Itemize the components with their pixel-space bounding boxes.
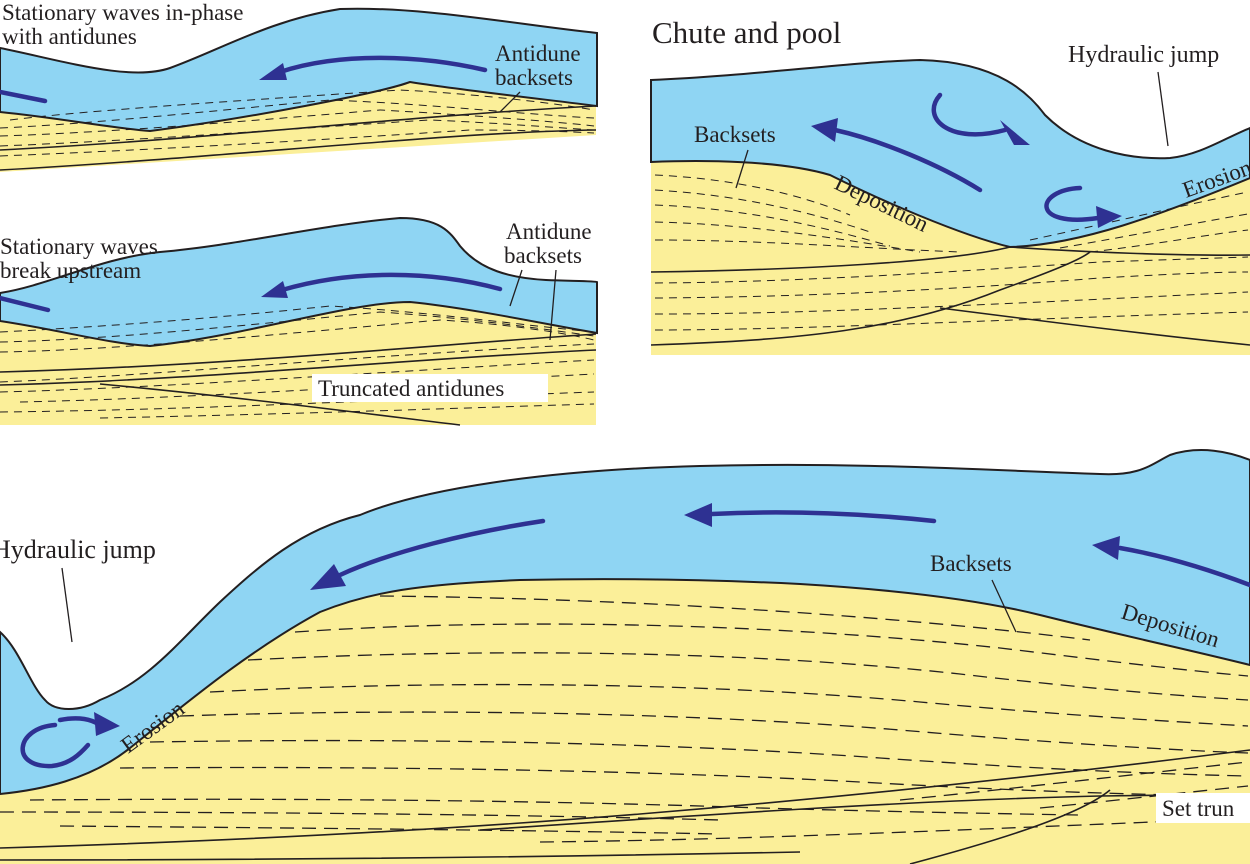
flow-arrow-icon bbox=[1092, 536, 1120, 560]
flow-arrow-icon bbox=[279, 272, 503, 293]
backsets-label: Backsets bbox=[930, 551, 1012, 576]
backsets-label: backsets bbox=[495, 65, 573, 90]
set-boundary bbox=[0, 851, 801, 861]
set-boundary bbox=[0, 129, 597, 171]
water-body bbox=[0, 449, 1250, 796]
flow-arrow-icon bbox=[310, 564, 346, 590]
leader-line bbox=[509, 269, 523, 307]
flow-arrow-icon bbox=[277, 55, 488, 75]
sediment-body bbox=[651, 161, 1250, 355]
flow-arrow-icon bbox=[259, 63, 287, 80]
flow-arrow-icon bbox=[709, 510, 937, 524]
panel-title: with antidunes bbox=[2, 24, 137, 49]
panel-cyclic-step: Hydraulic jump Backsets Deposition Erosi… bbox=[0, 449, 1250, 864]
eddy-arrow-icon bbox=[931, 92, 1008, 137]
set-boundary bbox=[0, 349, 597, 386]
set-boundary bbox=[939, 307, 1250, 346]
panel-title: break upstream bbox=[0, 258, 141, 283]
sediment-body bbox=[0, 82, 596, 172]
panel-breaking: Stationary waves break upstream Antidune… bbox=[0, 216, 598, 426]
flow-arrow-icon bbox=[0, 89, 48, 104]
panel-title: Chute and pool bbox=[652, 15, 841, 50]
leader-line bbox=[1157, 71, 1169, 147]
laminae bbox=[0, 305, 595, 419]
laminae bbox=[654, 174, 1249, 331]
leader-line bbox=[549, 269, 557, 341]
panel-inphase: Stationary waves in-phase with antidunes… bbox=[0, 0, 598, 172]
truncated-label: Truncated antidunes bbox=[318, 376, 504, 401]
set-boundary bbox=[0, 749, 1250, 849]
panel-title: Stationary waves in-phase bbox=[2, 0, 243, 25]
eddy-arrow-icon bbox=[94, 712, 120, 736]
flow-arrow-icon bbox=[1117, 545, 1250, 588]
eddy-arrow-icon bbox=[1096, 206, 1122, 228]
water-body bbox=[0, 7, 598, 133]
leader-line bbox=[499, 91, 521, 113]
laminae bbox=[0, 595, 1249, 843]
laminae bbox=[0, 89, 595, 157]
set-truncation-label: Set trun bbox=[1162, 796, 1235, 821]
leader-line bbox=[61, 567, 73, 643]
eddy-arrow-icon bbox=[1044, 185, 1101, 222]
hydraulic-jump-label: Hydraulic jump bbox=[1068, 42, 1219, 68]
set-boundary bbox=[650, 246, 1011, 273]
set-boundary bbox=[0, 105, 597, 151]
backsets-label: Antidune bbox=[506, 219, 592, 244]
flow-arrow-icon bbox=[337, 518, 546, 578]
water-body bbox=[650, 58, 1250, 249]
backsets-label: Antidune bbox=[495, 41, 581, 66]
water-body bbox=[0, 216, 598, 348]
set-boundary bbox=[1009, 246, 1250, 256]
flow-arrow-icon bbox=[832, 127, 983, 193]
set-boundary bbox=[0, 333, 597, 373]
label-background bbox=[312, 374, 548, 402]
flow-arrow-icon bbox=[811, 118, 838, 142]
flow-arrow-icon bbox=[684, 503, 712, 527]
backsets-label: backsets bbox=[504, 243, 582, 268]
flow-arrow-icon bbox=[261, 281, 288, 298]
eddy-arrow-icon bbox=[1000, 120, 1030, 145]
hydraulic-jump-label: Hydraulic jump bbox=[0, 535, 156, 564]
eddy-arrow-icon bbox=[20, 722, 91, 769]
panel-chute-pool: Chute and pool Hydraulic jump Backsets D… bbox=[650, 15, 1250, 355]
panel-title: Stationary waves bbox=[0, 234, 158, 259]
set-boundary bbox=[909, 789, 1111, 864]
backsets-label: Backsets bbox=[694, 122, 776, 147]
flow-arrow-icon bbox=[0, 295, 51, 313]
set-boundary bbox=[99, 383, 461, 426]
leader-line bbox=[991, 579, 1017, 633]
sediment-body bbox=[0, 579, 1250, 864]
label-background bbox=[1156, 793, 1250, 823]
leader-line bbox=[735, 149, 749, 189]
